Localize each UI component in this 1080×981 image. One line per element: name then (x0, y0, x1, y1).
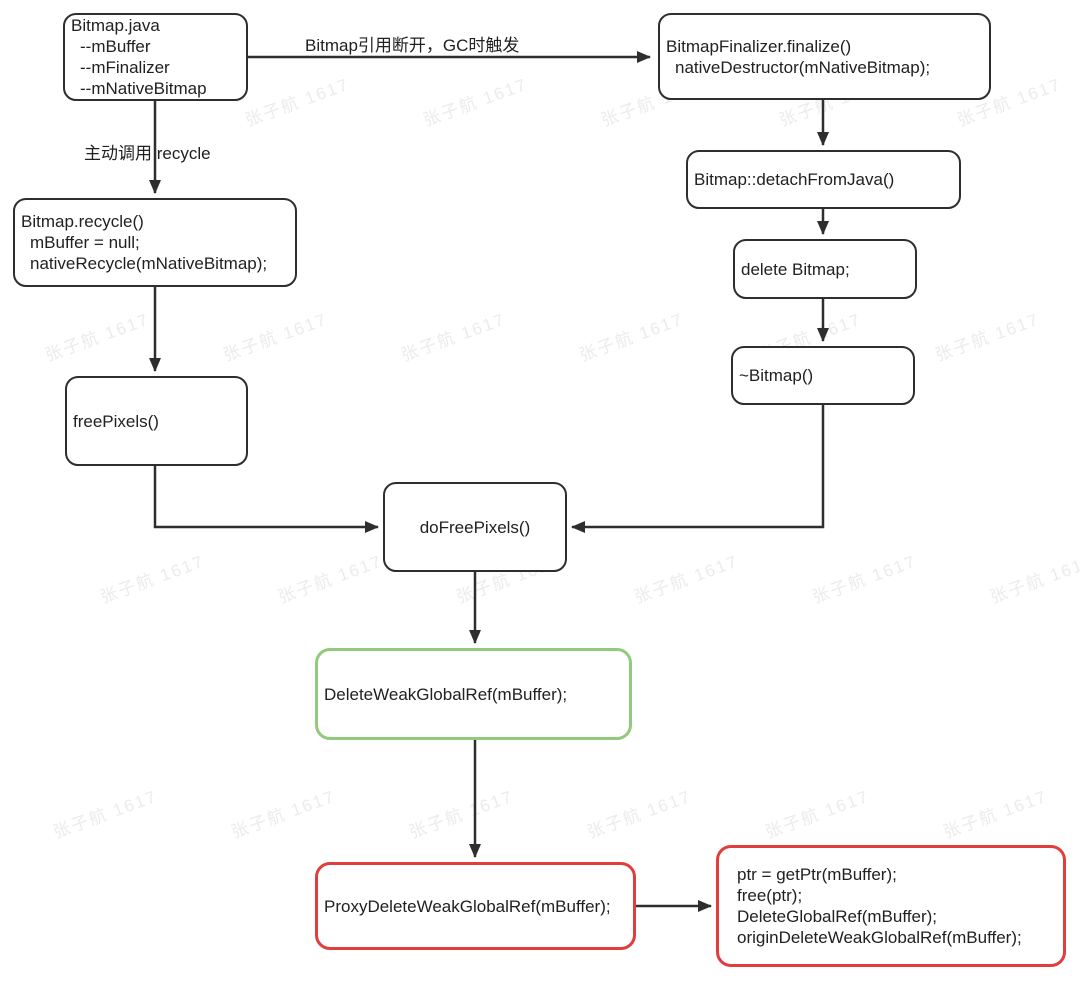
node-text-line: free(ptr); (737, 886, 803, 905)
node-text-line: delete Bitmap; (741, 259, 850, 279)
node-bitmap-destructor: ~Bitmap() (731, 346, 915, 405)
node-text-line: nativeDestructor(mNativeBitmap); (675, 57, 931, 77)
node-bitmap-java: Bitmap.java --mBuffer --mFinalizer --mNa… (63, 13, 248, 101)
node-delete-weak-global-ref: DeleteWeakGlobalRef(mBuffer); (315, 648, 632, 740)
node-do-free-pixels: doFreePixels() (383, 482, 567, 572)
node-text-line: BitmapFinalizer.finalize() (666, 36, 852, 56)
node-text-line: mBuffer = null; (30, 233, 140, 252)
node-text-line: ~Bitmap() (739, 366, 814, 385)
node-text-line: Bitmap.java (71, 16, 160, 35)
edge-label-recycle: 主动调用 recycle (84, 144, 211, 163)
edge-freepixels-to-dofreepixels (153, 466, 379, 533)
node-bitmap-recycle: Bitmap.recycle() mBuffer = null; nativeR… (13, 198, 297, 287)
node-delete-bitmap: delete Bitmap; (733, 239, 917, 299)
edge-label-gc-trigger: Bitmap引用断开，GC时触发 (305, 36, 520, 55)
node-text-line: ProxyDeleteWeakGlobalRef(mBuffer); (324, 896, 611, 916)
node-text-line: Bitmap.recycle() (21, 212, 144, 231)
node-proxy-delete-weak-global-ref: ProxyDeleteWeakGlobalRef(mBuffer); (315, 862, 636, 950)
edge-destructor-to-dofreepixels (571, 405, 825, 533)
node-text-line: --mFinalizer (80, 58, 170, 77)
node-text-line: --mBuffer (80, 37, 151, 56)
node-text-line: Bitmap::detachFromJava() (694, 170, 895, 189)
node-free-pixels: freePixels() (65, 376, 248, 466)
node-text-line: DeleteWeakGlobalRef(mBuffer); (324, 684, 568, 704)
node-proxy-impl: ptr = getPtr(mBuffer); free(ptr); Delete… (716, 845, 1066, 967)
node-text-line: freePixels() (73, 411, 159, 431)
node-text-line: DeleteGlobalRef(mBuffer); (737, 907, 937, 926)
node-text-line: doFreePixels() (419, 517, 531, 537)
node-text-line: ptr = getPtr(mBuffer); (737, 865, 897, 884)
node-text-line: nativeRecycle(mNativeBitmap); (30, 254, 268, 273)
node-text-line: originDeleteWeakGlobalRef(mBuffer); (737, 928, 1022, 947)
node-detach-from-java: Bitmap::detachFromJava() (686, 150, 961, 209)
node-text-line: --mNativeBitmap (80, 79, 207, 98)
node-bitmap-finalizer: BitmapFinalizer.finalize() nativeDestruc… (658, 13, 991, 100)
